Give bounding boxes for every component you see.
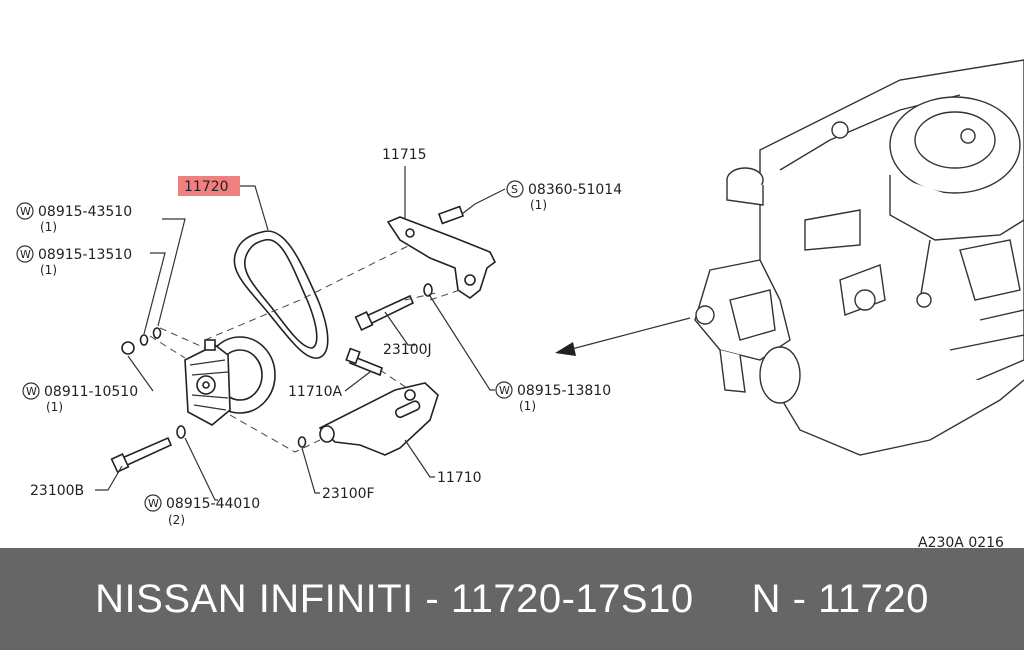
washer-symbol-5-text: W xyxy=(148,497,159,510)
label-bolt-23100b: 23100B xyxy=(30,483,84,499)
label-washer-13810: 08915-13810 xyxy=(517,383,611,399)
washer-13510 xyxy=(139,334,149,346)
washer-symbol-1 xyxy=(16,202,34,220)
footer-title: NISSAN INFINITI - 11720-17S10 N - 11720 xyxy=(95,576,929,621)
washer-44010 xyxy=(176,425,186,439)
parts-diagram: 11720 11715 S 08360-51014 (1) W 08915-43… xyxy=(16,59,1024,548)
washer-symbol-4 xyxy=(495,381,513,399)
reference-code: A230A 0216 xyxy=(918,535,1004,548)
bolt-23100b xyxy=(120,436,173,468)
washer-symbol-1-text: W xyxy=(20,205,31,218)
screw-symbol-text: S xyxy=(511,183,518,196)
washer-symbol-3 xyxy=(22,382,40,400)
washer-23100f xyxy=(297,436,307,448)
washer-43510 xyxy=(152,327,162,339)
footer-banner: NISSAN INFINITI - 11720-17S10 N - 11720 xyxy=(0,548,1024,650)
washer-symbol-2 xyxy=(16,245,34,263)
label-bolt-23100j: 23100J xyxy=(383,342,432,358)
label-stud-11710a: 11710A xyxy=(288,384,343,400)
label-washer-13510: 08915-13510 xyxy=(38,247,132,263)
adjusting-bracket-top xyxy=(386,216,497,299)
label-screw-qty: (1) xyxy=(530,198,547,212)
washer-13810 xyxy=(423,283,433,297)
label-screw: 08360-51014 xyxy=(528,182,622,198)
washer-symbol-5 xyxy=(144,494,162,512)
label-belt: 11720 xyxy=(184,179,229,195)
engine-illustration xyxy=(694,59,1024,456)
screw-symbol xyxy=(506,180,524,198)
screw xyxy=(437,205,465,225)
label-bracket-bottom: 11710 xyxy=(437,470,482,486)
label-nut-qty: (1) xyxy=(46,400,63,414)
location-arrow-head xyxy=(555,342,576,356)
washer-symbol-3-text: W xyxy=(26,385,37,398)
label-washer-13510-qty: (1) xyxy=(40,263,57,277)
washer-symbol-4-text: W xyxy=(499,384,510,397)
label-washer-44010-qty: (2) xyxy=(168,513,185,527)
alternator xyxy=(184,336,276,426)
washer-symbol-2-text: W xyxy=(20,248,31,261)
label-bolt-23100f: 23100F xyxy=(322,486,375,502)
label-nut: 08911-10510 xyxy=(44,384,138,400)
belt-label-highlight xyxy=(178,176,240,196)
label-washer-13810-qty: (1) xyxy=(519,399,536,413)
nut xyxy=(121,341,135,355)
alternator-bracket-bottom xyxy=(318,382,439,456)
label-washer-44010: 08915-44010 xyxy=(166,496,260,512)
label-washer-43510-qty: (1) xyxy=(40,220,57,234)
location-arrow xyxy=(567,317,691,351)
label-washer-43510: 08915-43510 xyxy=(38,204,132,220)
label-bracket-top: 11715 xyxy=(382,147,427,163)
